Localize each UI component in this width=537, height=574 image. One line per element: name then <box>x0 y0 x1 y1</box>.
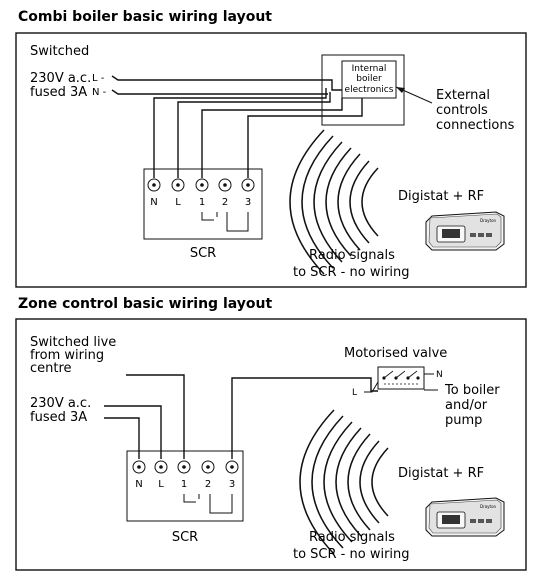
combi-supply-line2: fused 3A <box>30 85 87 100</box>
boiler-outer-box <box>321 54 405 126</box>
combi-terminal-n <box>147 178 161 192</box>
combi-radio-line1: Radio signals <box>309 248 395 263</box>
combi-neutral-wire <box>111 89 328 95</box>
combi-thermostat-brand: Drayton <box>480 218 497 223</box>
zone-radio-waves <box>299 409 389 555</box>
combi-heading: Combi boiler basic wiring layout <box>18 9 272 25</box>
combi-terminal-label-l: L <box>175 197 181 208</box>
boiler-electronics-box <box>341 60 397 99</box>
zone-live-wire <box>104 405 162 459</box>
combi-relay-link <box>226 212 249 232</box>
zone-terminal-label-l: L <box>158 479 164 490</box>
combi-wire-3 <box>247 98 363 178</box>
combi-terminal-l <box>171 178 185 192</box>
zone-switched-live-line1: Switched live <box>30 335 116 350</box>
zone-thermostat-icon <box>425 497 505 537</box>
boiler-box-line3: electronics <box>345 85 394 95</box>
zone-relay-link <box>209 494 233 514</box>
zone-to-boiler-line2: and/or <box>445 398 488 413</box>
combi-scr-label: SCR <box>190 246 216 261</box>
zone-terminal-label-1: 1 <box>181 479 187 490</box>
combi-terminal-label-3: 3 <box>245 197 251 208</box>
combi-terminal-2 <box>218 178 232 192</box>
zone-switched-live-line3: centre <box>30 361 72 376</box>
zone-terminal-label-2: 2 <box>205 479 211 490</box>
zone-terminal-3 <box>225 460 239 474</box>
zone-terminal-2 <box>201 460 215 474</box>
zone-terminal-label-3: 3 <box>229 479 235 490</box>
zone-motorised-valve <box>377 366 425 390</box>
external-line1: External <box>436 88 490 103</box>
zone-thermostat-brand: Drayton <box>480 504 497 509</box>
combi-wire-l <box>177 92 331 178</box>
zone-terminal-label-n: N <box>135 479 142 490</box>
zone-terminal-n <box>132 460 146 474</box>
combi-wire-n <box>153 88 327 178</box>
external-line2: controls <box>436 103 488 118</box>
combi-thermostat-label: Digistat + RF <box>398 189 484 204</box>
zone-terminal-1 <box>177 460 191 474</box>
zone-valve-wire <box>231 377 378 459</box>
zone-radio-line1: Radio signals <box>309 530 395 545</box>
external-controls-arrowhead <box>396 87 405 93</box>
combi-neutral-tag: N - <box>92 87 107 98</box>
combi-thermostat-icon <box>425 211 505 251</box>
combi-radio-waves <box>289 129 379 275</box>
zone-switched-live-wire <box>126 374 185 459</box>
zone-neutral-wire <box>104 417 140 459</box>
zone-to-boiler-line1: To boiler <box>444 383 500 398</box>
zone-heading: Zone control basic wiring layout <box>18 296 272 312</box>
zone-supply-line1: 230V a.c. <box>30 396 91 411</box>
combi-scr-box <box>143 168 263 240</box>
combi-terminal-label-n: N <box>150 197 157 208</box>
zone-switched-live-line2: from wiring <box>30 348 104 363</box>
combi-frame <box>15 32 527 288</box>
zone-thermostat-label: Digistat + RF <box>398 466 484 481</box>
zone-terminal-l <box>154 460 168 474</box>
zone-relay-contact <box>183 494 200 503</box>
external-line3: connections <box>436 118 515 133</box>
combi-wire-1 <box>201 98 343 178</box>
combi-radio-line2: to SCR - no wiring <box>293 265 410 280</box>
combi-live-tag: L - <box>92 73 105 84</box>
zone-valve-n: N <box>436 370 443 380</box>
zone-frame <box>15 318 527 571</box>
combi-supply-line1: 230V a.c. <box>30 71 91 86</box>
zone-valve-label: Motorised valve <box>344 346 447 361</box>
zone-radio-line2: to SCR - no wiring <box>293 547 410 562</box>
zone-valve-l: L <box>352 388 357 398</box>
zone-scr-box <box>126 450 244 522</box>
zone-to-boiler-line3: pump <box>445 413 482 428</box>
zone-scr-label: SCR <box>172 530 198 545</box>
combi-terminal-label-1: 1 <box>199 197 205 208</box>
combi-live-wire <box>111 75 342 91</box>
combi-switched-label: Switched <box>30 44 89 59</box>
combi-terminal-1 <box>195 178 209 192</box>
combi-relay-contact <box>201 212 218 221</box>
boiler-box-line1: Internal <box>352 64 387 74</box>
combi-terminal-label-2: 2 <box>222 197 228 208</box>
boiler-box-line2: boiler <box>356 74 382 84</box>
zone-supply-line2: fused 3A <box>30 410 87 425</box>
combi-terminal-3 <box>241 178 255 192</box>
zone-valve-l-lead <box>364 381 379 393</box>
